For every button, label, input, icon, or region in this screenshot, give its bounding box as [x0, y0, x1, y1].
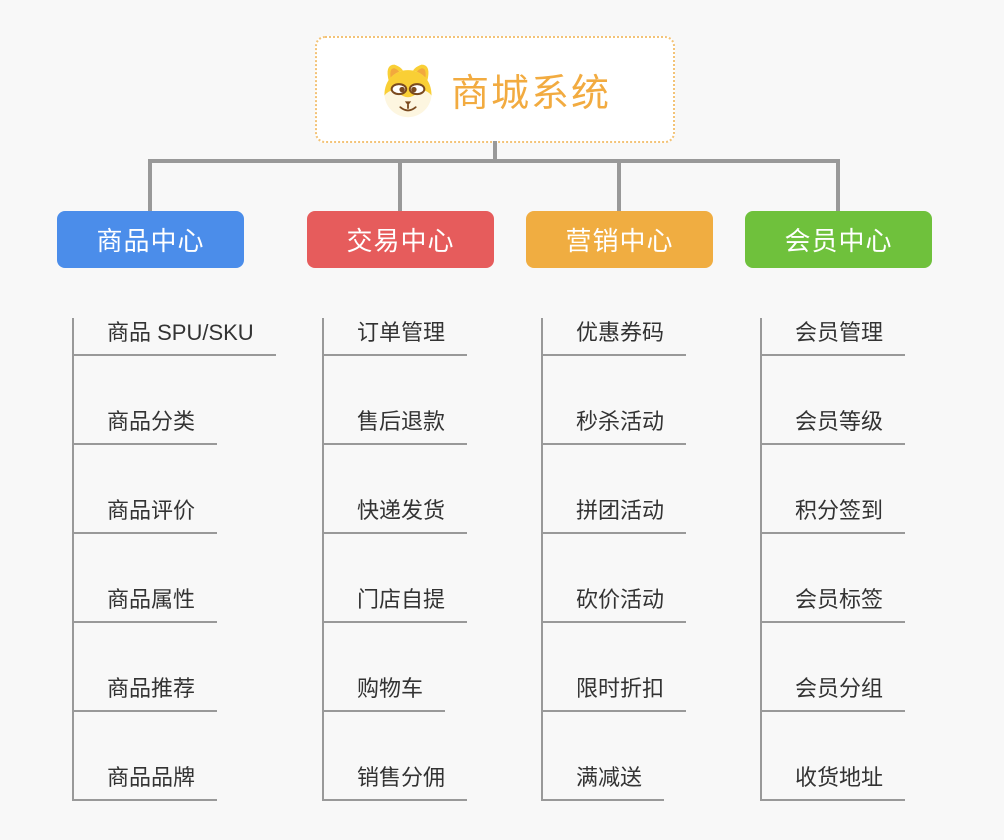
- branch-item[interactable]: 砍价活动: [543, 585, 687, 623]
- connector-drop-marketing: [617, 159, 621, 212]
- branch-items-trade: 订单管理 售后退款 快递发货 门店自提 购物车 销售分佣: [322, 318, 494, 801]
- branch-item[interactable]: 收货地址: [762, 763, 906, 801]
- branch-item[interactable]: 积分签到: [762, 496, 906, 534]
- branch-trade-center: 交易中心 订单管理 售后退款 快递发货 门店自提 购物车 销售分佣: [307, 211, 494, 801]
- branch-item[interactable]: 售后退款: [324, 407, 468, 445]
- branch-item[interactable]: 订单管理: [324, 318, 468, 356]
- branch-items-product: 商品 SPU/SKU 商品分类 商品评价 商品属性 商品推荐 商品品牌: [72, 318, 276, 801]
- branch-item[interactable]: 秒杀活动: [543, 407, 687, 445]
- branch-items-member: 会员管理 会员等级 积分签到 会员标签 会员分组 收货地址: [760, 318, 932, 801]
- branch-item[interactable]: 会员标签: [762, 585, 906, 623]
- connector-root-trunk: [493, 141, 497, 162]
- branch-item[interactable]: 商品品牌: [74, 763, 218, 801]
- branch-item[interactable]: 商品属性: [74, 585, 218, 623]
- connector-horizontal-bar: [148, 159, 840, 163]
- branch-item[interactable]: 商品评价: [74, 496, 218, 534]
- branch-item[interactable]: 商品分类: [74, 407, 218, 445]
- branch-item[interactable]: 会员管理: [762, 318, 906, 356]
- branch-item[interactable]: 快递发货: [324, 496, 468, 534]
- branch-item[interactable]: 门店自提: [324, 585, 468, 623]
- branch-item[interactable]: 购物车: [324, 674, 446, 712]
- branch-items-marketing: 优惠券码 秒杀活动 拼团活动 砍价活动 限时折扣 满减送: [541, 318, 713, 801]
- branch-member-center: 会员中心 会员管理 会员等级 积分签到 会员标签 会员分组 收货地址: [745, 211, 932, 801]
- branch-item[interactable]: 会员等级: [762, 407, 906, 445]
- branch-item[interactable]: 满减送: [543, 763, 665, 801]
- branch-header-member[interactable]: 会员中心: [745, 211, 932, 268]
- branch-item[interactable]: 会员分组: [762, 674, 906, 712]
- branch-item[interactable]: 拼团活动: [543, 496, 687, 534]
- branch-item[interactable]: 销售分佣: [324, 763, 468, 801]
- branch-header-trade[interactable]: 交易中心: [307, 211, 494, 268]
- branch-header-product[interactable]: 商品中心: [57, 211, 244, 268]
- branch-item[interactable]: 商品 SPU/SKU: [74, 318, 276, 356]
- root-title: 商城系统: [450, 73, 611, 115]
- branch-product-center: 商品中心 商品 SPU/SKU 商品分类 商品评价 商品属性 商品推荐 商品品牌: [57, 211, 276, 801]
- branch-item[interactable]: 优惠券码: [543, 318, 687, 356]
- doge-icon: [379, 61, 437, 119]
- root-node[interactable]: 商城系统: [315, 36, 675, 143]
- branch-marketing-center: 营销中心 优惠券码 秒杀活动 拼团活动 砍价活动 限时折扣 满减送: [526, 211, 713, 801]
- branch-item[interactable]: 商品推荐: [74, 674, 218, 712]
- branch-item[interactable]: 限时折扣: [543, 674, 687, 712]
- connector-drop-trade: [398, 159, 402, 212]
- branch-header-marketing[interactable]: 营销中心: [526, 211, 713, 268]
- connector-drop-member: [836, 159, 840, 212]
- connector-drop-product: [148, 159, 152, 212]
